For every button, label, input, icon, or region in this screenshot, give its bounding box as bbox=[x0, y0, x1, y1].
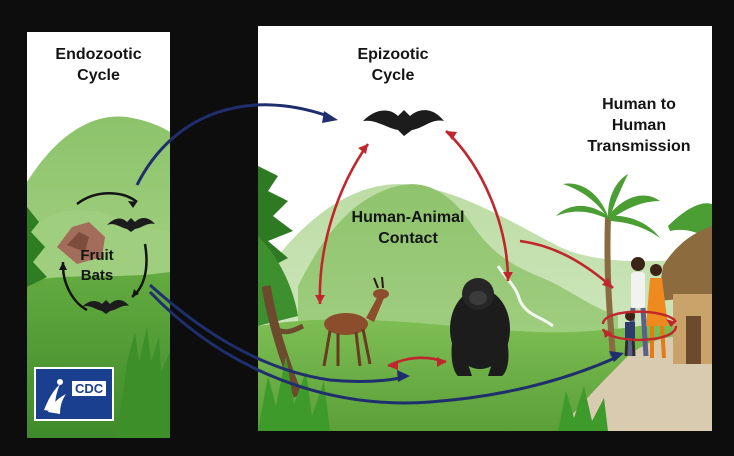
bat-icon bbox=[363, 110, 444, 136]
foreground-grass bbox=[258, 356, 330, 431]
human-to-human-label: Human to Human Transmission bbox=[587, 96, 691, 155]
foliage bbox=[27, 207, 47, 287]
human-family-icon bbox=[624, 257, 668, 359]
hhs-eagle-icon bbox=[44, 379, 66, 414]
epizootic-cycle-label: Epizootic Cycle bbox=[357, 46, 429, 84]
human-animal-contact-label: Human-Animal Contact bbox=[351, 209, 465, 247]
epizootic-panel: Epizootic Cycle Human to Human Transmiss… bbox=[258, 26, 712, 431]
endozootic-panel: Endozootic Cycle Fruit Bats CDC bbox=[27, 32, 170, 438]
red-spillover-arrow bbox=[519, 239, 614, 289]
foreground-grass bbox=[558, 386, 608, 431]
red-cycle-arrow bbox=[318, 143, 370, 305]
cdc-logo: CDC bbox=[34, 367, 114, 421]
fruit-bats-label: Fruit Bats bbox=[80, 247, 114, 284]
hut-door bbox=[686, 316, 701, 364]
endozootic-cycle-label: Endozootic Cycle bbox=[55, 46, 142, 84]
cave-rock bbox=[67, 232, 89, 252]
cycle-arrow bbox=[76, 192, 138, 206]
bat-icon bbox=[107, 218, 155, 232]
bat-icon bbox=[82, 300, 129, 314]
red-cycle-arrow bbox=[445, 130, 510, 282]
epizootic-scene bbox=[258, 110, 712, 431]
palm-leaves bbox=[556, 174, 660, 238]
cdc-text: CDC bbox=[72, 381, 107, 396]
hut-roof bbox=[658, 226, 712, 301]
